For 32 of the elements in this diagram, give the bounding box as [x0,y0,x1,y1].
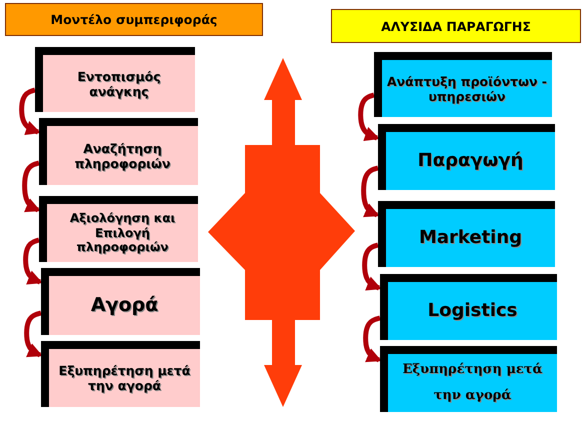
step-box [378,201,555,267]
step-box [41,268,200,335]
step-box [378,124,555,190]
step-box [35,47,195,112]
step-box [374,52,552,117]
header-title: ΑΛΥΣΙΔΑ ΠΑΡΑΓΩΓΗΣ [380,18,532,34]
step-box [380,346,557,412]
step-label: Εντοπισμός ανάγκης [76,68,162,98]
curved-arrow [23,238,43,284]
curved-arrow [363,316,382,362]
step-label: Αξιολόγηση και Επιλογή πληροφοριών [68,211,176,255]
curved-arrow [358,92,380,142]
header-banner [5,3,263,36]
step-box [39,196,198,262]
step-label: Marketing [418,227,524,249]
step-label: Εξυπηρέτηση μετά την αγορά [401,361,544,405]
curved-arrow [22,160,41,212]
step-label: Αγορά [90,294,160,317]
curved-arrow [361,166,380,218]
curved-arrow [24,310,43,358]
curved-arrow [362,242,382,290]
step-box [380,274,557,340]
step-label: Logistics [426,300,518,322]
step-label: Εξυπηρέτηση μετά την αγορά [58,363,192,393]
step-box [41,341,200,407]
step-label: Ανάπτυξη προϊόντων - υπηρεσιών [386,74,548,104]
curved-arrow [19,88,41,136]
header-title: Μοντέλο συμπεριφοράς [50,12,218,27]
step-label: Αναζήτηση πληροφοριών [74,140,172,170]
step-label: Παραγωγή [416,150,524,172]
step-box [39,118,198,185]
header-banner [331,9,581,43]
